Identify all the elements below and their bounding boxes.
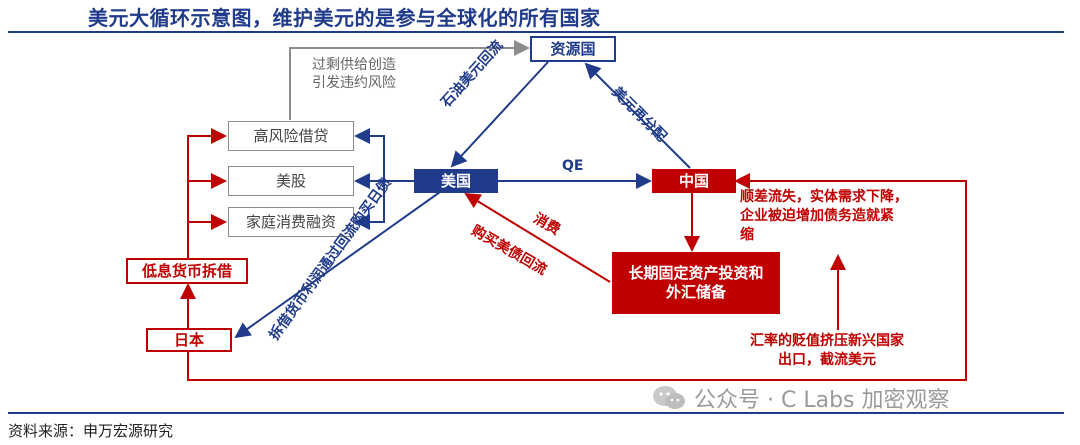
arrow-usa-to-household	[354, 181, 385, 230]
arrow-japan-loop-to-china	[187, 173, 967, 381]
watermark-text: 公众号 · C Labs 加密观察	[694, 388, 950, 413]
label-qe: QE	[562, 158, 584, 174]
wechat-icon	[652, 385, 686, 411]
arrow-usa-to-highrisk	[354, 128, 385, 181]
node-low-interest-borrow: 低息货币拆借	[126, 258, 248, 284]
arrow-oversupply	[289, 40, 530, 120]
page-title: 美元大循环示意图，维护美元的是参与全球化的所有国家	[88, 6, 601, 30]
node-resource-country: 资源国	[530, 36, 616, 62]
node-japan: 日本	[146, 328, 232, 352]
arrow-usa-to-japan	[234, 191, 441, 339]
arrow-assets-to-usa	[464, 192, 611, 283]
label-trade-deficit: 顺差流失，实体需求下降， 企业被迫增加债务造就紧 缩	[740, 189, 908, 243]
top-divider	[8, 31, 1064, 33]
arrow-dollar-redistribution	[584, 62, 691, 169]
node-usa: 美国	[414, 169, 498, 193]
node-high-risk-lending: 高风险借贷	[228, 121, 354, 151]
node-china: 中国	[652, 169, 736, 193]
arrow-petro-dollar	[450, 61, 549, 168]
watermark: 公众号 · C Labs 加密观察	[652, 382, 950, 414]
bottom-divider	[8, 412, 1064, 414]
arrow-lowint-to-highrisk	[187, 128, 227, 260]
source-note: 资料来源：申万宏源研究	[8, 422, 174, 440]
label-exchange-rate: 汇率的贬值挤压新兴国家 出口，截流美元	[750, 333, 904, 368]
node-fixed-assets-reserves: 长期固定资产投资和 外汇储备	[612, 252, 780, 314]
node-household-finance: 家庭消费融资	[228, 207, 354, 237]
node-us-stocks: 美股	[228, 166, 354, 196]
label-oversupply: 过剩供给创造 引发违约风险	[312, 57, 396, 92]
